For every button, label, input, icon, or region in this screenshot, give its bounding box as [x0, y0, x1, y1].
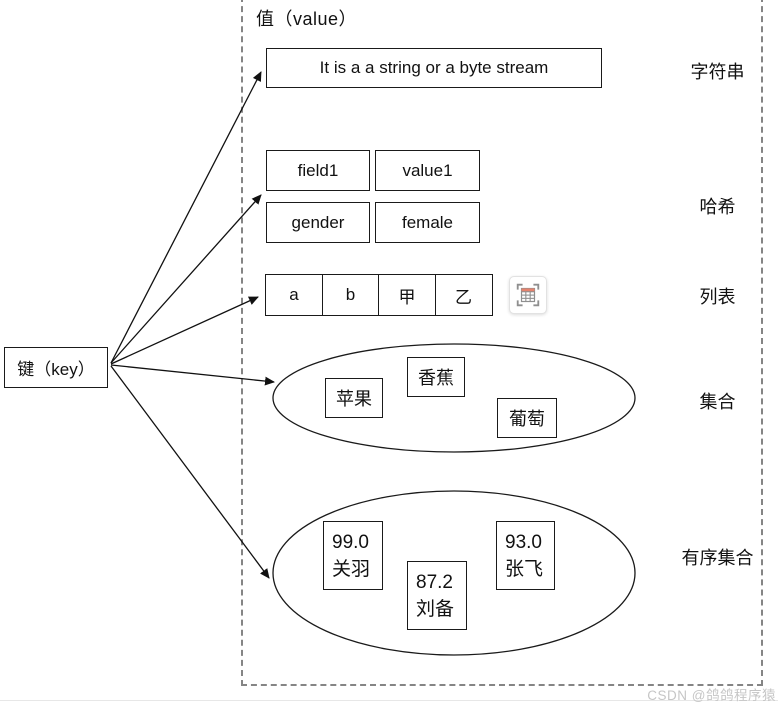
- value-region-title: 值（value）: [256, 9, 358, 29]
- hash-cell: value1: [375, 150, 480, 191]
- hash-cell: gender: [266, 202, 370, 243]
- list-cell-text: 甲: [398, 287, 416, 307]
- type-label-hash: 哈希: [699, 197, 736, 217]
- sorted-set-item-box: 99.0 关羽: [323, 521, 383, 590]
- list-cell: b: [321, 274, 380, 316]
- type-label-sorted-set: 有序集合: [681, 548, 754, 568]
- list-cell: a: [265, 274, 323, 316]
- set-item-text: 苹果: [336, 389, 372, 409]
- key-box: 键（key）: [4, 347, 108, 388]
- set-item-text: 葡萄: [509, 409, 545, 429]
- hash-cell: female: [375, 202, 480, 243]
- type-label-set: 集合: [699, 392, 736, 412]
- list-cell: 甲: [378, 274, 436, 316]
- key-label: 键（key）: [17, 360, 95, 379]
- sorted-set-item-box: 93.0 张飞: [496, 521, 555, 590]
- hash-cell-text: value1: [402, 160, 453, 180]
- watermark: CSDN @鸽鸽程序猿: [647, 688, 776, 703]
- string-value-box: It is a a string or a byte stream: [266, 48, 602, 88]
- set-item-box: 香蕉: [407, 357, 465, 397]
- list-cell-text: a: [289, 285, 299, 304]
- sorted-set-item-score: 87.2: [416, 571, 453, 593]
- list-value-row: a b 甲 乙: [265, 274, 493, 316]
- arrow-key-to-hash: [110, 194, 262, 364]
- hash-cell: field1: [266, 150, 370, 191]
- sorted-set-item-member: 张飞: [505, 558, 544, 580]
- type-label-string: 字符串: [690, 62, 745, 82]
- set-item-text: 香蕉: [418, 368, 454, 388]
- set-item-box: 苹果: [325, 378, 383, 418]
- hash-cell-text: gender: [291, 212, 345, 232]
- page-divider: [0, 700, 778, 701]
- arrow-key-to-list: [110, 296, 259, 365]
- type-label-list: 列表: [699, 287, 736, 307]
- list-cell-text: b: [345, 285, 356, 304]
- string-value-text: It is a a string or a byte stream: [319, 58, 549, 77]
- sorted-set-item-box: 87.2 刘备: [407, 561, 467, 630]
- set-item-box: 葡萄: [497, 398, 557, 438]
- table-select-button[interactable]: [509, 276, 547, 314]
- arrow-key-to-string: [110, 71, 262, 364]
- hash-cell-text: female: [401, 212, 454, 232]
- sorted-set-item-member: 关羽: [332, 558, 371, 580]
- sorted-set-item-score: 99.0: [332, 531, 369, 553]
- sorted-set-item-member: 刘备: [416, 598, 455, 620]
- table-select-icon: [516, 283, 540, 307]
- hash-cell-text: field1: [297, 160, 339, 180]
- list-cell: 乙: [434, 274, 493, 316]
- sorted-set-item-score: 93.0: [505, 531, 542, 553]
- list-cell-text: 乙: [455, 287, 472, 307]
